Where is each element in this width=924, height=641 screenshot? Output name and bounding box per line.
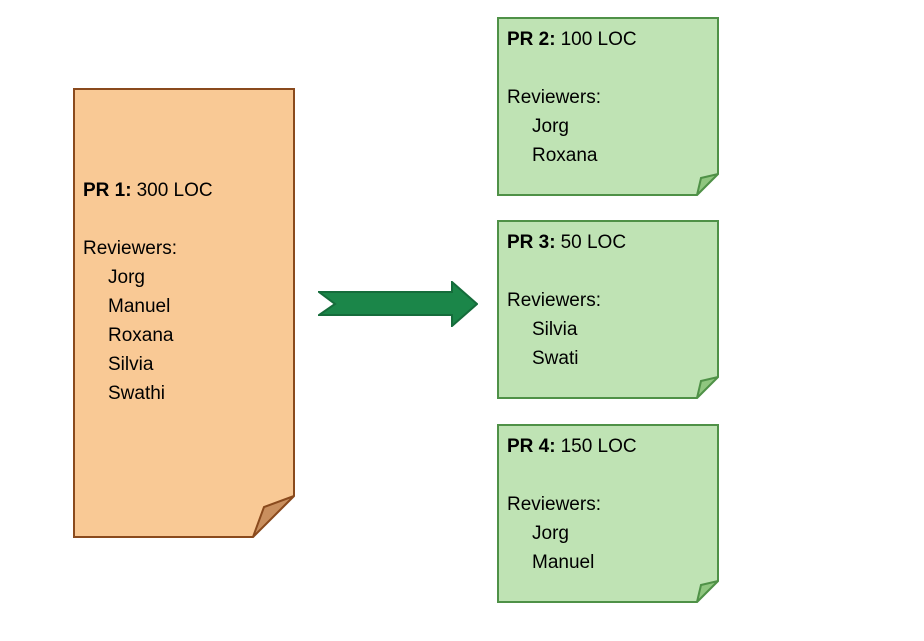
- pr4-reviewer: Manuel: [532, 552, 595, 573]
- pr4-title-label: PR 4:: [507, 436, 556, 457]
- note-pr3: PR 3:50 LOC Reviewers: Silvia Swati: [497, 220, 719, 399]
- spacer: [507, 54, 711, 83]
- folded-note-shape: [73, 88, 295, 538]
- note-pr4-title: PR 4:150 LOC: [507, 432, 711, 461]
- note-fold-corner: [695, 172, 719, 196]
- spacer: [83, 205, 287, 234]
- note-fold-corner: [695, 579, 719, 603]
- note-pr1: PR 1:300 LOC Reviewers: Jorg Manuel Roxa…: [73, 88, 295, 538]
- note-pr4-text: PR 4:150 LOC Reviewers: Jorg Manuel: [497, 424, 719, 577]
- note-pr1-text: PR 1:300 LOC Reviewers: Jorg Manuel Roxa…: [73, 88, 295, 408]
- pr1-reviewer: Roxana: [108, 325, 174, 346]
- folded-note-shape: [497, 220, 719, 399]
- note-pr2: PR 2:100 LOC Reviewers: Jorg Roxana: [497, 17, 719, 196]
- arrow-shape: [318, 281, 478, 327]
- pr3-reviewer: Silvia: [532, 319, 578, 340]
- pr2-reviewers-label: Reviewers:: [507, 87, 601, 108]
- note-fold-corner: [252, 495, 295, 538]
- note-fold-corner: [695, 375, 719, 399]
- note-pr3-text: PR 3:50 LOC Reviewers: Silvia Swati: [497, 220, 719, 373]
- pr1-reviewer: Jorg: [108, 267, 145, 288]
- note-pr4: PR 4:150 LOC Reviewers: Jorg Manuel: [497, 424, 719, 603]
- pr1-title-label: PR 1:: [83, 180, 132, 201]
- spacer: [507, 257, 711, 286]
- pr1-loc-value: 300 LOC: [136, 180, 213, 201]
- pr1-reviewer: Silvia: [108, 354, 154, 375]
- pr1-reviewer: Manuel: [108, 296, 171, 317]
- pr3-reviewers-label: Reviewers:: [507, 290, 601, 311]
- pr3-reviewer: Swati: [532, 348, 579, 369]
- pr1-reviewer: Swathi: [108, 383, 166, 404]
- pr2-reviewer: Jorg: [532, 116, 569, 137]
- note-pr2-title: PR 2:100 LOC: [507, 25, 711, 54]
- folded-note-shape: [497, 424, 719, 603]
- note-pr3-title: PR 3:50 LOC: [507, 228, 711, 257]
- pr4-reviewers-label: Reviewers:: [507, 494, 601, 515]
- pr2-loc-value: 100 LOC: [560, 29, 637, 50]
- pr2-title-label: PR 2:: [507, 29, 556, 50]
- note-pr1-title: PR 1:300 LOC: [83, 176, 287, 205]
- spacer: [507, 461, 711, 490]
- pr2-reviewer: Roxana: [532, 145, 598, 166]
- pr4-loc-value: 150 LOC: [560, 436, 637, 457]
- note-pr2-text: PR 2:100 LOC Reviewers: Jorg Roxana: [497, 17, 719, 170]
- pr3-loc-value: 50 LOC: [560, 232, 627, 253]
- pr3-title-label: PR 3:: [507, 232, 556, 253]
- pr1-reviewers-label: Reviewers:: [83, 238, 177, 259]
- pr4-reviewer: Jorg: [532, 523, 569, 544]
- folded-note-shape: [497, 17, 719, 196]
- split-arrow-icon: [318, 281, 478, 327]
